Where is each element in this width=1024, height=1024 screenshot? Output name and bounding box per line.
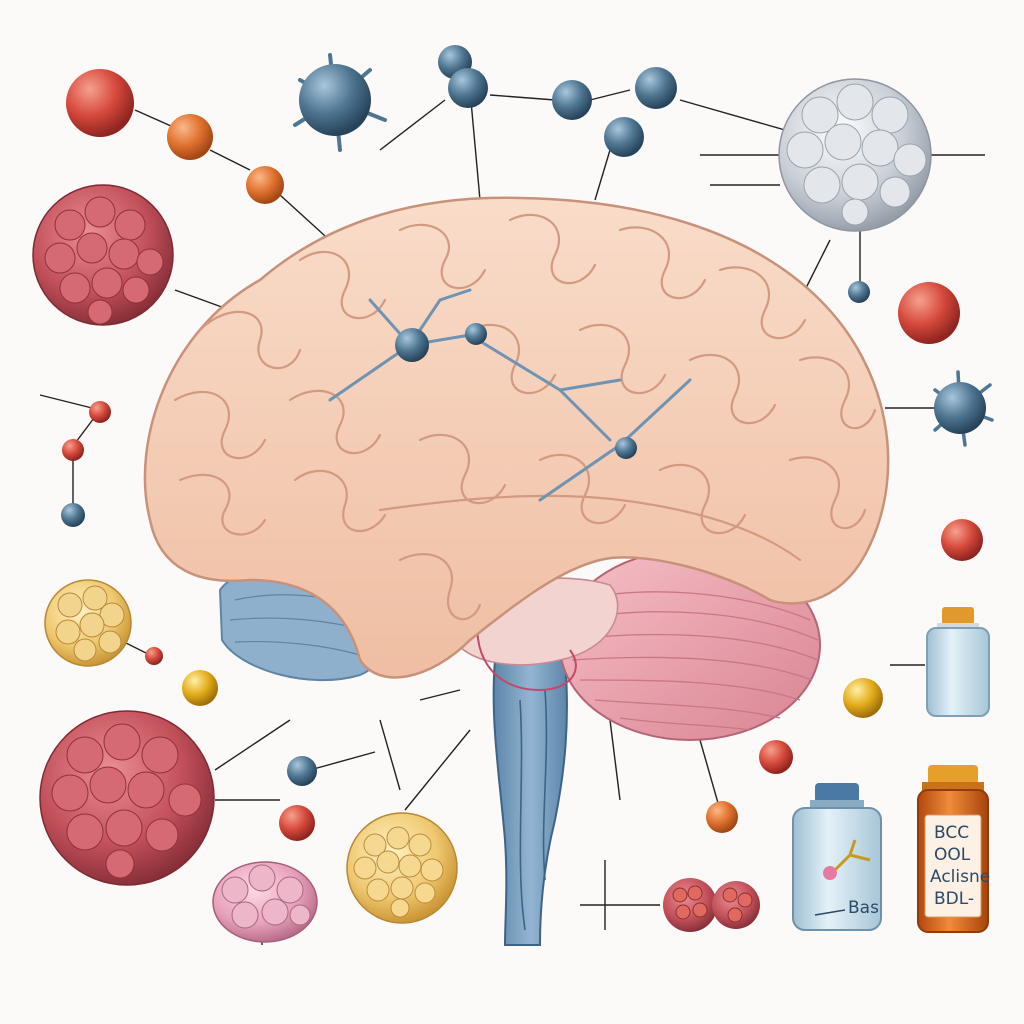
molecule-icon xyxy=(552,80,592,120)
brainstem-vessel xyxy=(519,699,526,931)
molecule-icon xyxy=(448,68,488,108)
yellow-cluster xyxy=(44,579,132,667)
grey-protein-cluster xyxy=(778,78,932,232)
red-cell-pair xyxy=(663,878,760,932)
molecule-icon xyxy=(61,503,85,527)
brainstem-vessel xyxy=(542,689,548,881)
cerebrum xyxy=(143,196,890,679)
molecule-icon xyxy=(759,740,793,774)
red-protein-cluster xyxy=(39,710,215,886)
neuron-icon xyxy=(465,323,487,345)
molecule-icon xyxy=(182,670,218,706)
molecule-icon xyxy=(279,805,315,841)
molecule-icon xyxy=(287,756,317,786)
molecule-icon xyxy=(145,647,163,665)
bottle-label-line: OOL xyxy=(934,845,971,865)
yellow-cluster xyxy=(346,812,458,924)
molecule-icon xyxy=(843,678,883,718)
molecule-icon xyxy=(167,114,213,160)
molecule-icon xyxy=(66,69,134,137)
molecule-icon xyxy=(604,117,644,157)
brainstem xyxy=(492,659,568,946)
bottle-label-line: Aclisne xyxy=(930,867,990,887)
bottle-label-line: BCC xyxy=(934,823,969,843)
leader-lines xyxy=(39,89,985,945)
bottle-icon: BCC OOL Aclisne BDL- xyxy=(917,765,990,933)
molecule-icon xyxy=(941,519,983,561)
bottle-small-label: Bas xyxy=(848,898,879,918)
cortex-gyri xyxy=(173,213,877,621)
red-protein-cluster xyxy=(32,184,174,326)
bottle-icon: Bas xyxy=(792,783,882,931)
molecule-icon xyxy=(62,439,84,461)
virus-icon xyxy=(933,370,994,447)
molecule-icon xyxy=(848,281,870,303)
molecule-icon xyxy=(246,166,284,204)
molecule-icon xyxy=(898,282,960,344)
molecule-icon xyxy=(635,67,677,109)
virus-icon xyxy=(293,53,387,152)
bottle-label-line: BDL- xyxy=(934,889,974,909)
molecule-icon xyxy=(706,801,738,833)
molecule-icon xyxy=(89,401,111,423)
neuron-icon xyxy=(615,437,637,459)
pink-cluster xyxy=(212,861,318,943)
limbic-vessel xyxy=(476,609,577,692)
neuron-icon xyxy=(395,328,429,362)
bottle-icon xyxy=(926,607,990,717)
